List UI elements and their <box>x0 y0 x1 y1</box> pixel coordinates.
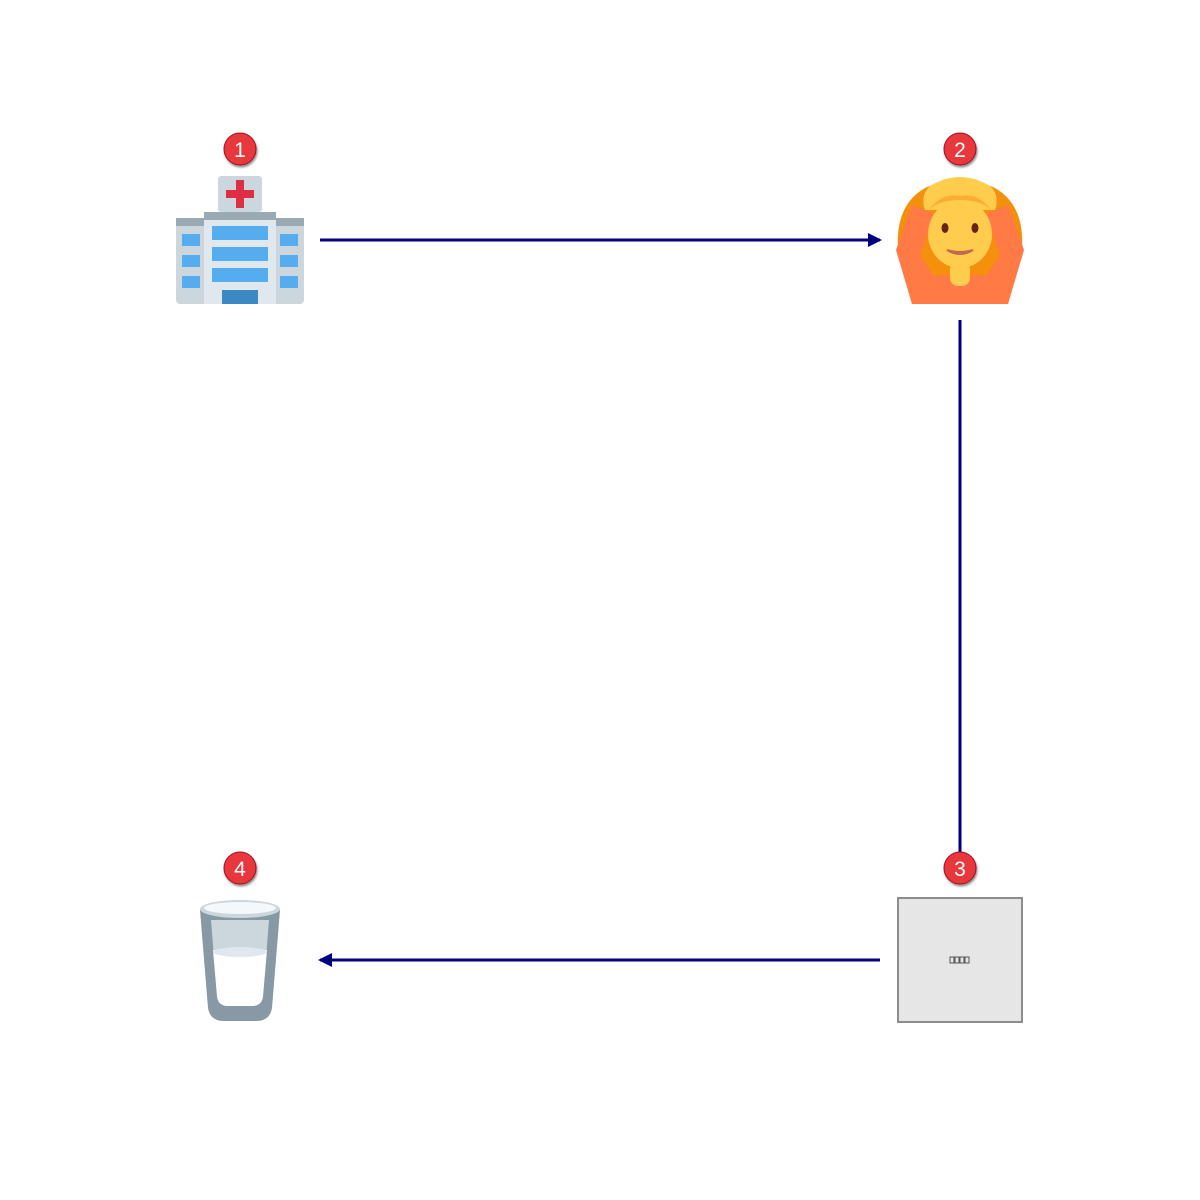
person-gesturing-ok-icon <box>896 177 1024 304</box>
hospital-icon <box>176 176 304 304</box>
step-badge-3 <box>943 851 977 885</box>
step-number-4: 4 <box>234 858 246 881</box>
step-number-2: 2 <box>954 139 966 162</box>
glass-of-milk-icon <box>200 900 280 1021</box>
step-badge-4 <box>223 851 257 885</box>
step-number-1: 1 <box>234 139 246 162</box>
node-2: 2 <box>896 132 1024 304</box>
node-3: 3 <box>897 851 1023 1023</box>
node-4: 4 <box>200 851 280 1021</box>
missing-glyph-icon <box>897 897 1023 1023</box>
step-badge-1 <box>223 132 257 166</box>
node-1: 1 <box>176 132 304 304</box>
step-badge-2 <box>943 132 977 166</box>
step-number-3: 3 <box>954 858 966 881</box>
